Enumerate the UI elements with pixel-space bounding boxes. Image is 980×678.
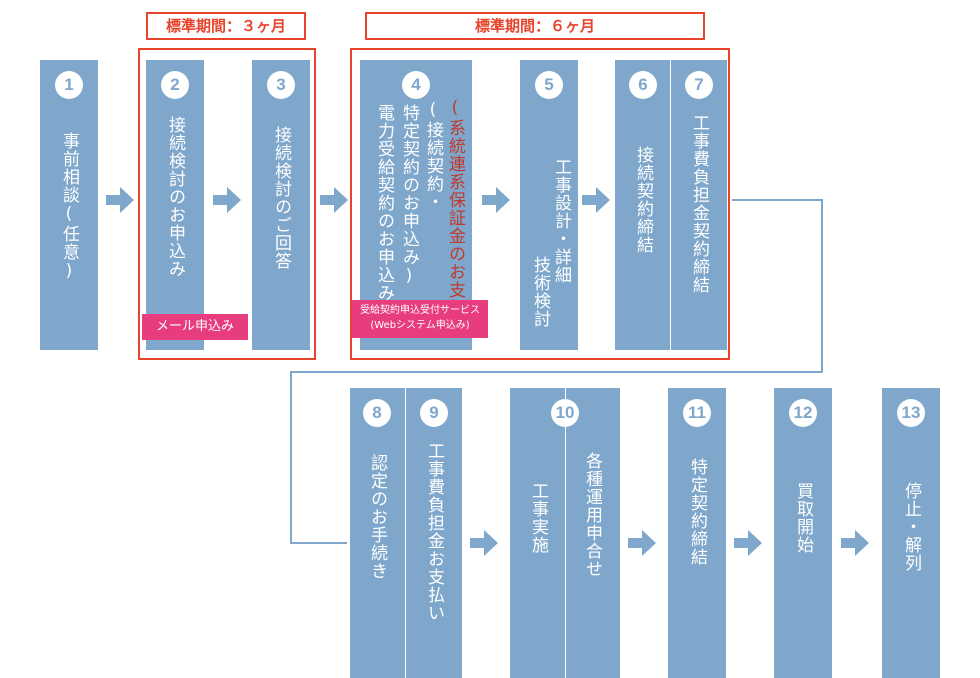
- mail-application-tag: メール申込み: [142, 314, 248, 340]
- step-12-box: 12 買取開始: [774, 388, 832, 678]
- step-7-number: 7: [685, 71, 713, 99]
- step-6-7-divider: [670, 60, 671, 350]
- arrow-right-icon: [320, 187, 348, 213]
- step-5-box: 5 工事設計・詳細 技術検討: [520, 60, 578, 350]
- step-13-box: 13 停止・解列: [882, 388, 940, 678]
- step-4-text-line2: (接続契約・: [423, 100, 443, 211]
- step-2-box: 2 接続検討のお申込み: [146, 60, 204, 350]
- period-3-months-frame: [138, 48, 316, 360]
- step-13-number: 13: [897, 399, 925, 427]
- step-11-number: 11: [683, 399, 711, 427]
- step-12-number: 12: [789, 399, 817, 427]
- step-10-box: 10 各種運用申合せ 工事実施: [510, 388, 620, 678]
- web-tag-line2: (Webシステム申込み): [370, 320, 470, 331]
- step-6-7-box: 6 接続契約締結 7 工事費負担金契約締結: [615, 60, 727, 350]
- step-3-text: 接続検討のご回答: [271, 126, 291, 270]
- step-4-deposit-text: (系統連系保証金のお支払): [445, 98, 465, 338]
- step-11-box: 11 特定契約締結: [668, 388, 726, 678]
- step-8-number: 8: [363, 399, 391, 427]
- step-4-text-line3: 特定契約のお申込み): [399, 104, 419, 287]
- step-13-text: 停止・解列: [901, 482, 921, 572]
- step-2-number: 2: [161, 71, 189, 99]
- step-9-number: 9: [420, 399, 448, 427]
- step-10-text-line1: 各種運用申合せ: [582, 452, 602, 578]
- step-12-text: 買取開始: [793, 482, 813, 554]
- step-5-number: 5: [535, 71, 563, 99]
- step-6-text: 接続契約締結: [633, 146, 653, 254]
- step-5-text-line2: 技術検討: [530, 256, 550, 328]
- step-8-text: 認定のお手続き: [367, 454, 387, 580]
- step-1-text: 事前相談(任意): [59, 132, 79, 282]
- step-3-number: 3: [267, 71, 295, 99]
- arrow-right-icon: [213, 187, 241, 213]
- step-4-text-line4: 電力受給契約のお申込み: [374, 104, 394, 302]
- step-10-text-line2: 工事実施: [528, 482, 548, 554]
- step-3-box: 3 接続検討のご回答: [252, 60, 310, 350]
- step-5-text-line1: 工事設計・詳細: [551, 158, 571, 284]
- step-10-number: 10: [551, 399, 579, 427]
- step-1-box: 1 事前相談(任意): [40, 60, 98, 350]
- arrow-right-icon: [734, 530, 762, 556]
- step-7-text: 工事費負担金契約締結: [689, 114, 709, 294]
- arrow-right-icon: [841, 530, 869, 556]
- period-6-months-frame: [350, 48, 730, 360]
- web-application-tag: 受給契約申込受付サービス (Webシステム申込み): [352, 300, 488, 338]
- step-8-9-divider: [405, 388, 406, 678]
- period-3-months-label: 標準期間：３ヶ月: [146, 12, 306, 40]
- arrow-right-icon: [582, 187, 610, 213]
- arrow-right-icon: [470, 530, 498, 556]
- arrow-right-icon: [628, 530, 656, 556]
- step-10-divider: [565, 388, 566, 678]
- step-11-text: 特定契約締結: [687, 458, 707, 566]
- arrow-right-icon: [482, 187, 510, 213]
- step-9-text: 工事費負担金お支払い: [424, 442, 444, 622]
- step-8-9-box: 8 認定のお手続き 9 工事費負担金お支払い: [350, 388, 462, 678]
- step-1-number: 1: [55, 71, 83, 99]
- step-6-number: 6: [629, 71, 657, 99]
- step-2-text: 接続検討のお申込み: [165, 116, 185, 278]
- step-4-number: 4: [402, 71, 430, 99]
- period-6-months-label: 標準期間：６ヶ月: [365, 12, 705, 40]
- web-tag-line1: 受給契約申込受付サービス: [360, 305, 480, 316]
- arrow-right-icon: [106, 187, 134, 213]
